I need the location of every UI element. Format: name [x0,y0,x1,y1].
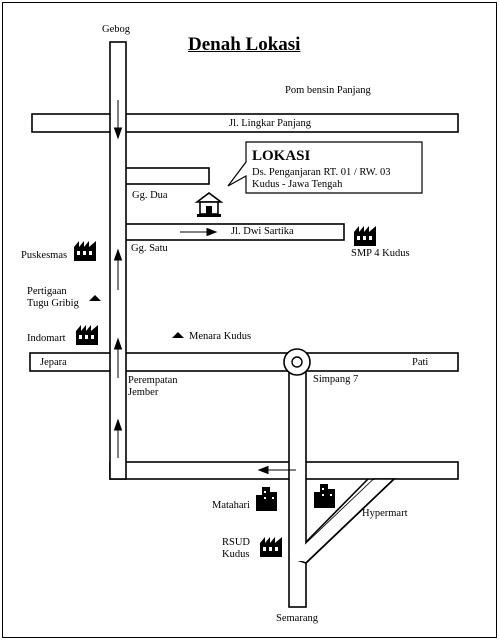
label-jl-lingkar: Jl. Lingkar Panjang [229,118,311,129]
road-jepara-pati [29,352,459,372]
road-lingkar-panjang [31,113,459,133]
label-indomart: Indomart [27,333,66,344]
house-icon [194,192,224,217]
road-gg-dua [117,167,210,185]
label-gg-dua: Gg. Dua [132,190,168,201]
triangle-landmark-icon [89,295,101,301]
callout-box [227,141,423,194]
label-semarang: Semarang [276,613,318,624]
label-pom-bensin: Pom bensin Panjang [285,85,371,96]
label-matahari: Matahari [212,500,250,511]
factory-icon [260,537,282,557]
label-menara: Menara Kudus [189,331,252,342]
label-jl-dwi-sartika: Jl. Dwi Sartika [231,226,294,237]
label-simpang7: Simpang 7 [313,374,359,385]
factory-icon [74,241,96,261]
label-hypermart: Hypermart [362,508,408,519]
direction-arrows [113,100,296,475]
label-rsud: RSUD Kudus [222,537,251,560]
factory-icon [354,226,376,246]
label-perempatan: Perempatan Jember [128,375,178,398]
building-icon [256,487,277,511]
label-puskesmas: Puskesmas [21,250,68,261]
factory-icon [76,325,98,345]
building-icon [314,484,335,508]
callout-heading: LOKASI [252,148,311,164]
callout-address: Ds. Penganjaran RT. 01 / RW. 03 [252,167,391,178]
callout-city: Kudus - Jawa Tengah [252,179,343,190]
label-pati: Pati [412,357,429,368]
label-gg-satu: Gg. Satu [131,243,168,254]
label-gebog: Gebog [102,24,130,35]
map-title: Denah Lokasi [188,34,301,55]
label-pertigaan: Pertigaan Tugu Gribig [27,286,79,309]
label-jepara: Jepara [40,357,67,368]
triangle-landmark-icon [172,332,184,338]
label-smp4: SMP 4 Kudus [351,248,410,259]
